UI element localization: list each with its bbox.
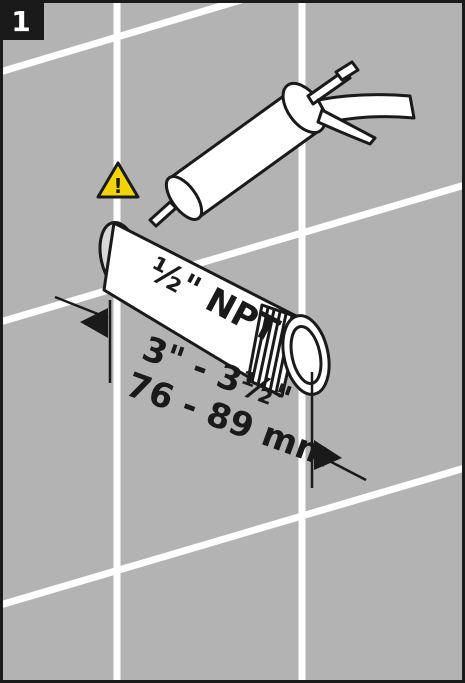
step-number: 1 [11,5,30,38]
warning-triangle-icon: ! [96,161,140,199]
dimension-arrows [80,308,342,470]
warning-glyph: ! [113,174,122,198]
right-arrow-icon [314,440,342,470]
sealant-gun [148,60,416,228]
pipe-nipple [98,221,331,398]
left-arrow-icon [80,308,108,338]
step-badge: 1 [0,0,44,40]
